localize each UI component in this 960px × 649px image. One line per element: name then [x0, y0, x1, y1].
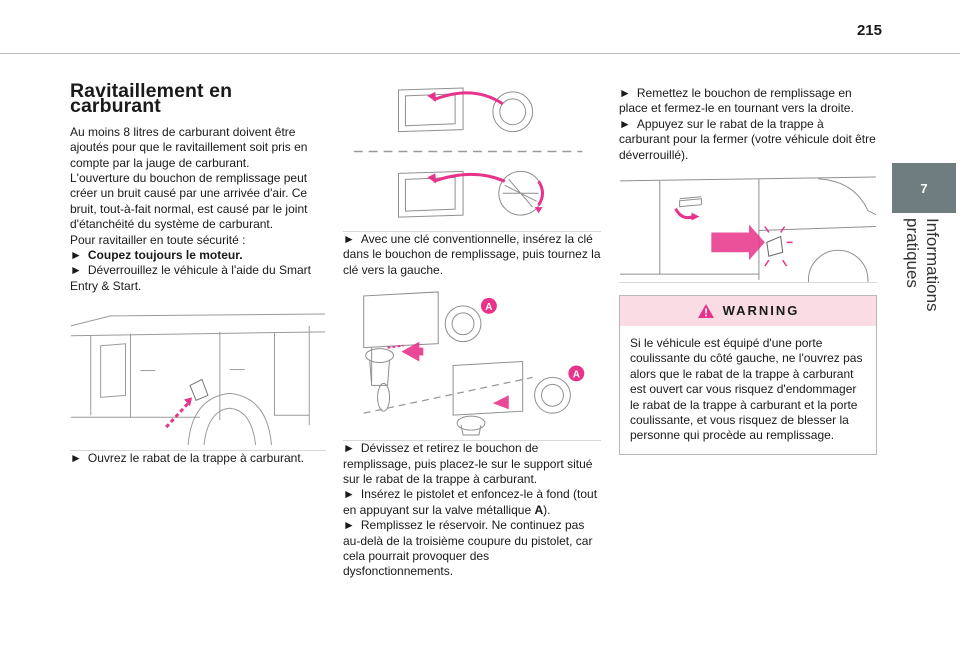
page-number: 215 — [856, 22, 882, 39]
valve-label: A — [534, 502, 544, 517]
step-insert-key: ►Avec une clé conventionnelle, insérez l… — [343, 232, 601, 278]
step-text: Avec une clé conventionnelle, insérez la… — [343, 232, 601, 277]
step-text: Déverrouillez le véhicule à l'aide du Sm… — [70, 263, 311, 293]
step-refit-cap: ►Remettez le bouchon de remplissage en p… — [619, 86, 877, 117]
bullet-icon: ► — [343, 441, 355, 456]
chapter-tab: 7 — [892, 163, 956, 213]
figure-label-a: A — [573, 370, 580, 381]
bullet-icon: ► — [619, 116, 631, 131]
step-remove-cap: ►Dévissez et retirez le bouchon de rempl… — [343, 441, 601, 487]
bullet-icon: ► — [343, 518, 355, 533]
step-text: ). — [543, 502, 551, 517]
step-text: Ouvrez le rabat de la trappe à carburant… — [87, 451, 305, 466]
paragraph-safety-intro: Pour ravitailler en toute sécurité : — [70, 232, 246, 247]
bullet-icon: ► — [619, 86, 631, 100]
header-rule — [0, 53, 960, 54]
fuel-cap-key-illustration — [343, 82, 601, 232]
column-3: ►Remettez le bouchon de remplissage en p… — [619, 86, 877, 455]
bullet-icon: ► — [70, 451, 82, 466]
column-2: ►Avec une clé conventionnelle, insérez l… — [343, 82, 601, 580]
step-text: Remplissez le réservoir. Ne continuez pa… — [343, 518, 593, 579]
close-fuel-flap-illustration — [619, 171, 877, 284]
step-fill-tank: ►Remplissez le réservoir. Ne continuez p… — [343, 518, 601, 580]
warning-title: WARNING — [722, 303, 800, 319]
step-insert-nozzle: ►Insérez le pistolet et enfoncez-le à fo… — [343, 487, 601, 518]
step-text: Appuyez sur le rabat de la trappe à carb… — [619, 116, 876, 162]
paragraph-noise: L'ouverture du bouchon de remplissage pe… — [70, 171, 308, 232]
bullet-icon: ► — [70, 263, 82, 278]
figure-label-a: A — [485, 302, 492, 313]
bullet-icon: ► — [343, 232, 355, 246]
paragraph-min-fuel: Au moins 8 litres de carburant doivent ê… — [70, 124, 308, 170]
step-open-flap: ► Ouvrez le rabat de la trappe à carburan… — [70, 451, 326, 466]
step-close-flap: ►Appuyez sur le rabat de la trappe à car… — [619, 117, 877, 163]
step-text: Coupez toujours le moteur. — [87, 248, 243, 263]
warning-triangle-icon — [697, 304, 714, 319]
warning-text: Si le véhicule est équipé d'une porte co… — [630, 336, 863, 443]
step-unlock: ►Déverrouillez le véhicule à l'aide du S… — [70, 263, 326, 294]
bullet-icon: ► — [343, 487, 355, 502]
section-title: Ravitaillement en carburant — [70, 80, 233, 118]
warning-header: WARNING — [620, 296, 876, 327]
step-text: Remettez le bouchon de remplissage en pl… — [619, 86, 854, 116]
van-fuel-flap-illustration — [70, 306, 326, 452]
step-stop-engine: ► Coupez toujours le moteur. — [70, 248, 326, 263]
step-text: Insérez le pistolet et enfoncez-le à fon… — [343, 487, 598, 517]
step-text: Dévissez et retirez le bouchon de rempli… — [343, 441, 593, 487]
chapter-title: Informations pratiques — [903, 218, 942, 312]
fuel-nozzle-illustration: A A — [343, 286, 601, 442]
bullet-icon: ► — [70, 248, 82, 263]
warning-box: WARNING Si le véhicule est équipé d'une … — [619, 295, 877, 455]
column-1: Ravitaillement en carburant Au moins 8 l… — [70, 80, 326, 467]
